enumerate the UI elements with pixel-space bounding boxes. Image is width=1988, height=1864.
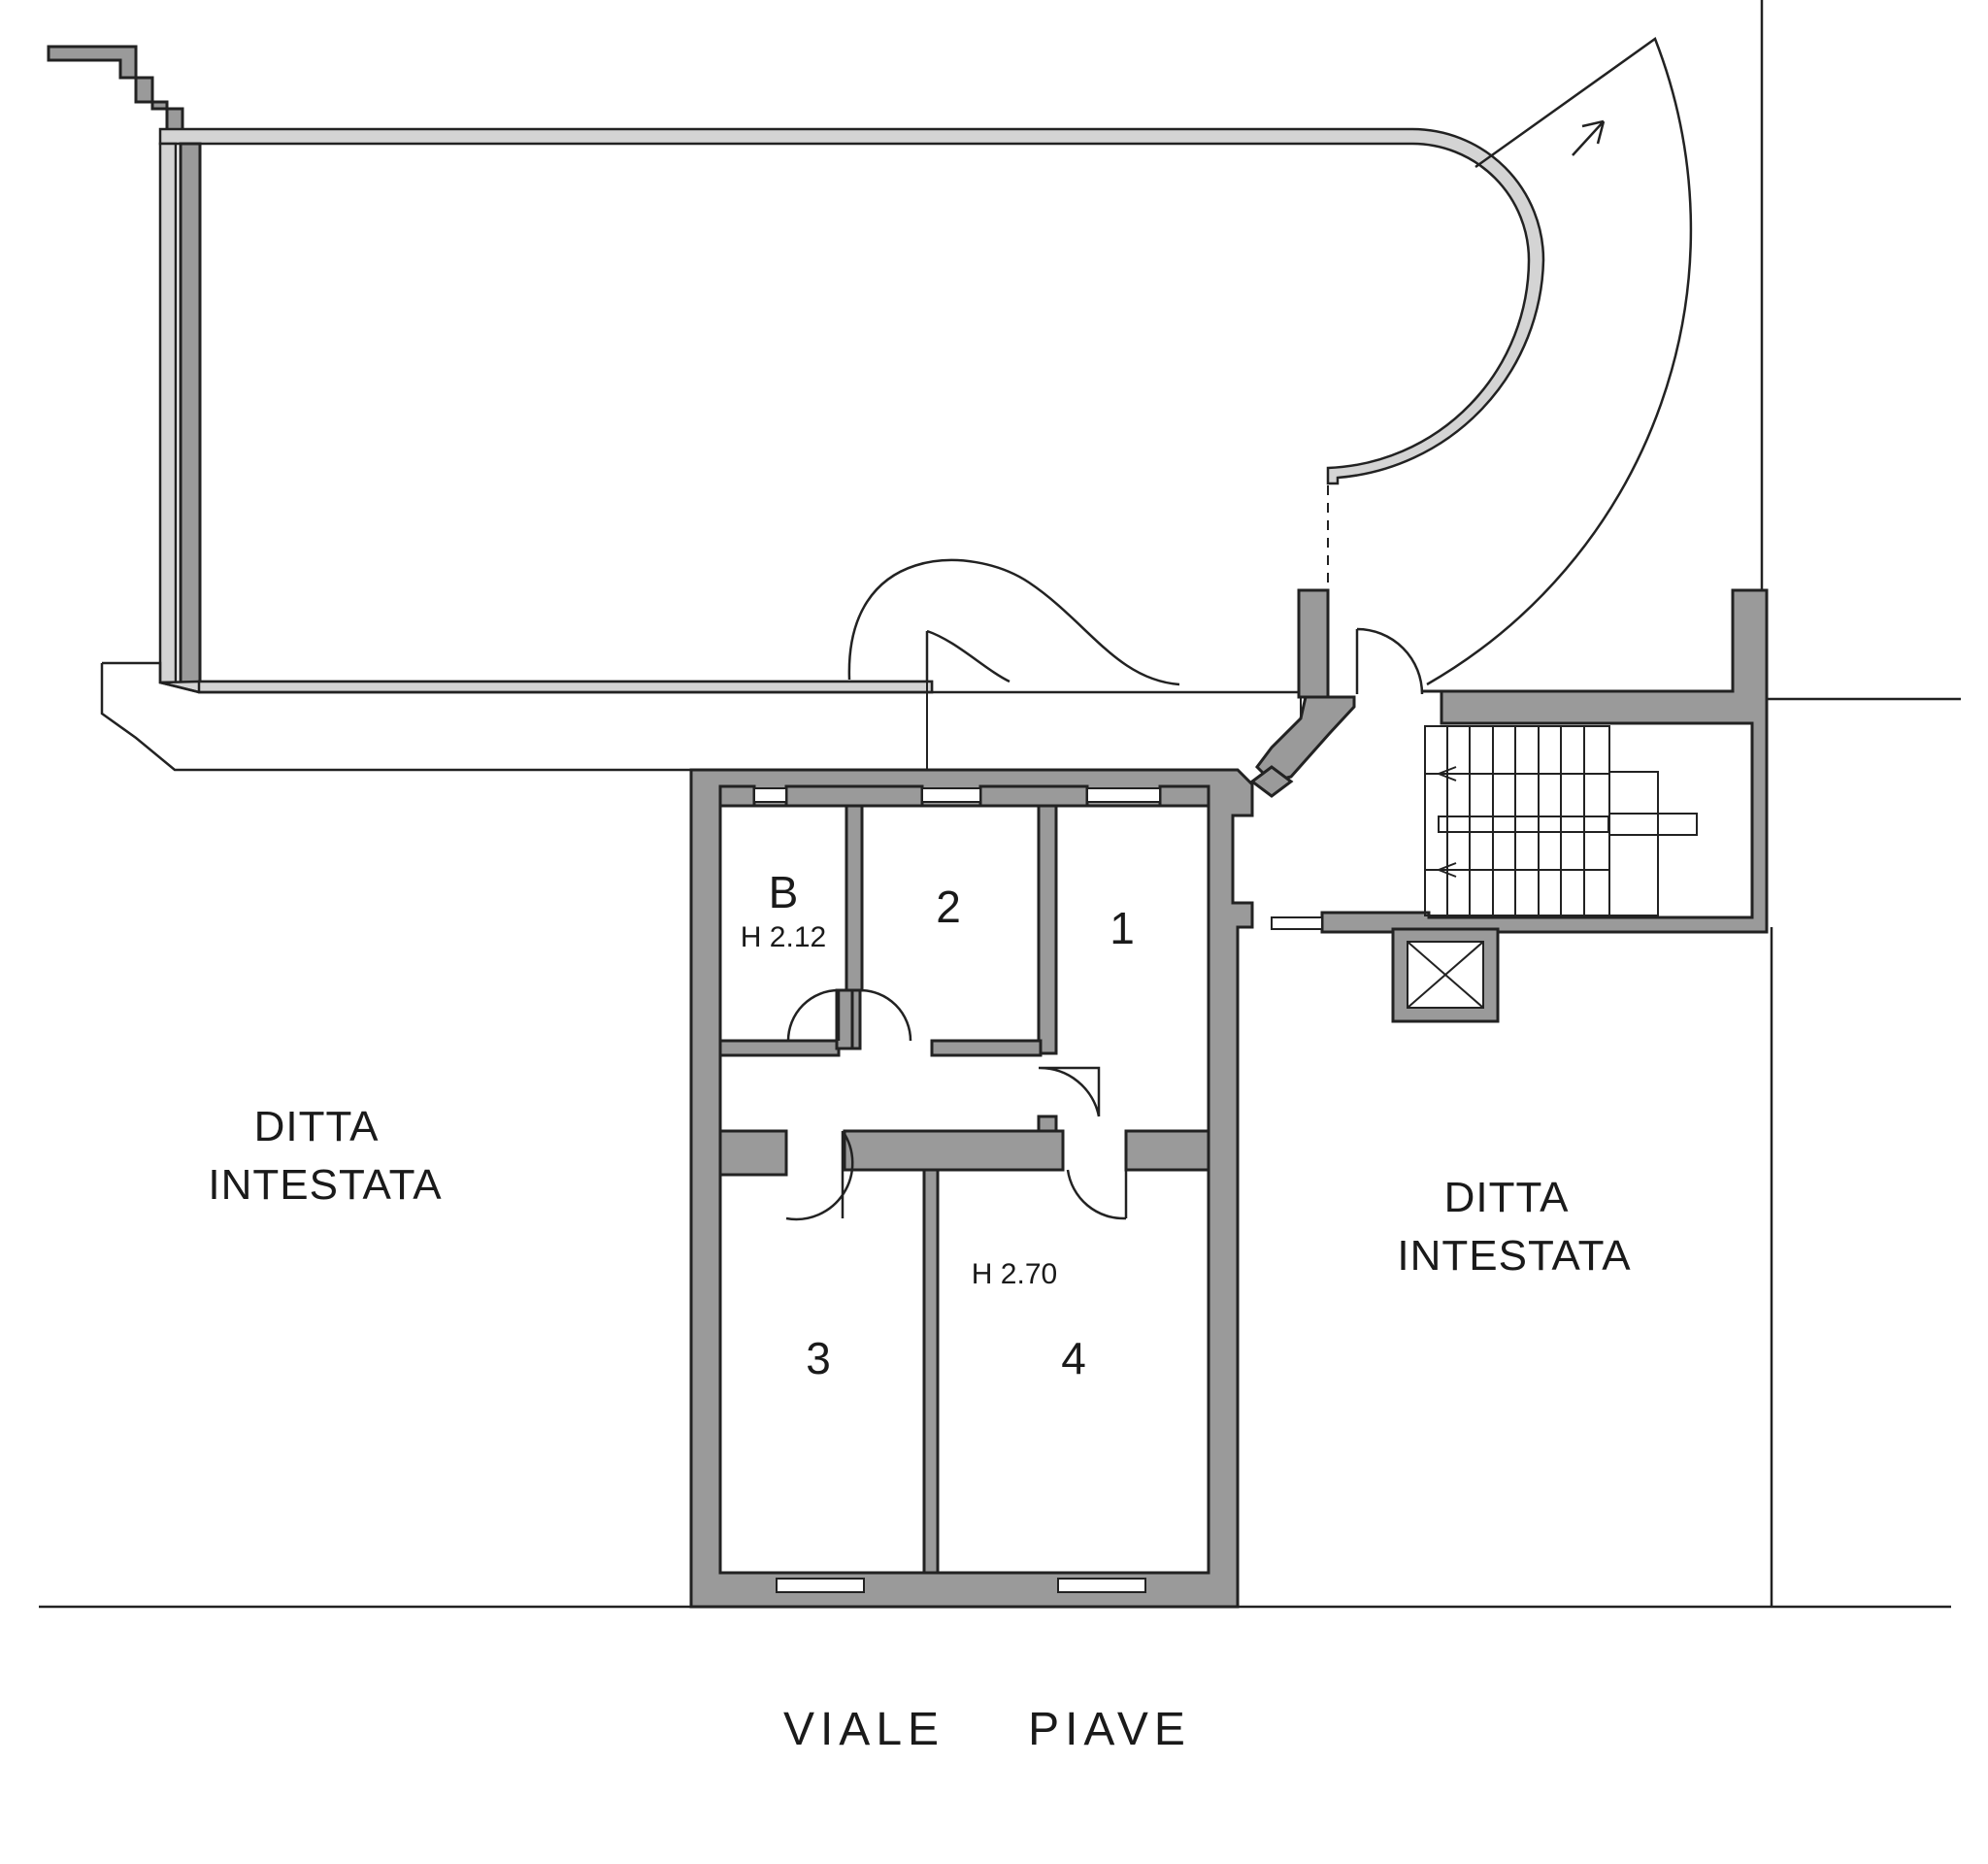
- right-boundary: [1760, 0, 1961, 1607]
- room-4-number: 4: [1061, 1333, 1086, 1383]
- room-3-number: 3: [806, 1333, 831, 1383]
- stairwell: [1249, 588, 1769, 1023]
- street-word-viale: VIALE: [783, 1704, 944, 1755]
- left-area-line1: DITTA: [254, 1103, 380, 1150]
- street-word-piave: PIAVE: [1028, 1704, 1191, 1755]
- right-area-line2: INTESTATA: [1397, 1232, 1631, 1280]
- stair-treads: [1425, 726, 1609, 915]
- room-2-number: 2: [936, 882, 961, 932]
- apartment-walls: [689, 768, 1254, 1609]
- room-1-number: 1: [1110, 903, 1135, 953]
- ramp-curve: [847, 558, 1180, 770]
- courtyard-wall: [158, 127, 1545, 694]
- left-area-line2: INTESTATA: [208, 1161, 442, 1209]
- room-bath-letter: B: [769, 867, 799, 917]
- right-area-line1: DITTA: [1444, 1174, 1570, 1221]
- balcony: [100, 661, 1302, 772]
- doors: [785, 627, 1424, 1221]
- room-4-height: H 2.70: [972, 1258, 1057, 1290]
- driveway-arc: [1327, 37, 1693, 686]
- room-bath-height: H 2.12: [741, 921, 826, 953]
